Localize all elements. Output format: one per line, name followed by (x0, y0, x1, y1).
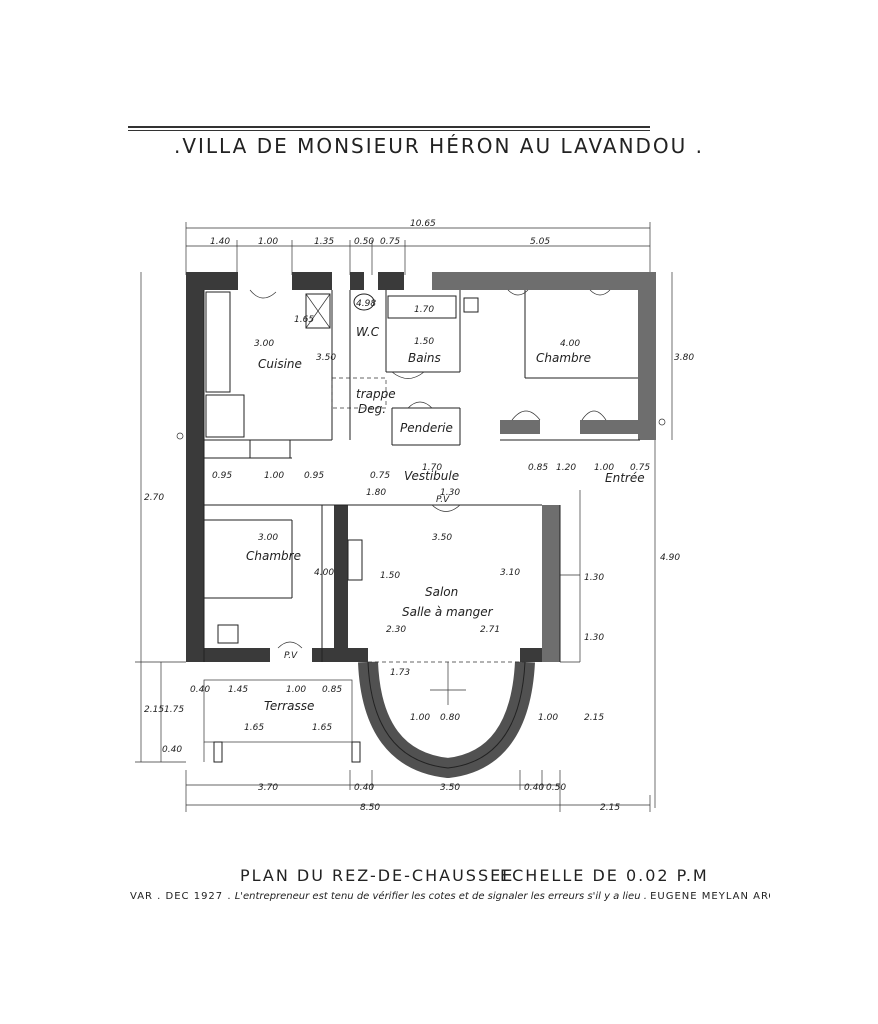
label-pv-vestibule: P.V (436, 495, 450, 505)
axis-marker-left (176, 432, 184, 440)
dim-left-1: 2.70 (144, 493, 164, 503)
dim-chambre-ne-w: 4.00 (560, 339, 580, 349)
dim-top-3: 1.35 (314, 237, 334, 247)
dim-top-2: 1.00 (258, 237, 278, 247)
bottom-dimension-lines (185, 770, 651, 812)
room-terrasse: Terrasse (264, 699, 314, 713)
dim-bottom-total: 8.50 (360, 803, 380, 813)
footer-credits: VAR . DEC 1927 . L'entrepreneur est tenu… (130, 891, 770, 902)
dim-top-5: 0.75 (380, 237, 400, 247)
dim-bay-3: 1.00 (538, 713, 558, 723)
dim-vestibule-w: 1.70 (422, 463, 442, 473)
dim-salon-2: 2.71 (480, 625, 500, 635)
dim-bottom-3: 3.50 (440, 783, 460, 793)
dim-salon-1: 2.30 (386, 625, 406, 635)
room-wc: W.C (356, 325, 380, 339)
dim-top-4: 0.50 (354, 237, 374, 247)
dim-cuisine-h: 1.65 (294, 315, 314, 325)
footer-place-date: VAR . DEC 1927 . (130, 891, 232, 902)
dim-terrasse-3: 0.85 (322, 685, 342, 695)
room-salle-a-manger: Salle à manger (402, 605, 494, 619)
room-bains: Bains (408, 351, 441, 365)
dim-salon-3: 1.50 (380, 571, 400, 581)
dim-total-width: 10.65 (410, 219, 436, 229)
dimension-labels: 10.65 1.40 1.00 1.35 0.50 0.75 5.05 3.00… (144, 219, 694, 813)
room-entree: Entrée (605, 471, 645, 485)
right-dimension-lines (560, 272, 673, 808)
top-rule-thin (128, 130, 650, 131)
dim-bottom-right: 2.15 (600, 803, 620, 813)
dim-left-4: 0.40 (162, 745, 182, 755)
dim-bottom-2: 0.40 (354, 783, 374, 793)
terrace (203, 679, 361, 763)
dim-top-6: 5.05 (530, 237, 550, 247)
axis-marker-right (658, 418, 666, 426)
left-dimension-lines (135, 272, 186, 763)
drawing-title: .VILLA DE MONSIEUR HÉRON AU LAVANDOU . (173, 134, 705, 158)
dim-bath-2: 1.70 (414, 305, 434, 315)
dim-row-6: 1.20 (556, 463, 576, 473)
dim-vestibule-2: 1.30 (440, 488, 460, 498)
footer-architect: EUGENE MEYLAN ARCHI (650, 891, 770, 902)
dim-row-8: 0.75 (630, 463, 650, 473)
top-rule (128, 126, 650, 128)
dim-vestibule-1: 1.80 (366, 488, 386, 498)
dim-bath-3: 1.50 (414, 337, 434, 347)
dim-right-1: 1.30 (584, 573, 604, 583)
dim-row-7: 1.00 (594, 463, 614, 473)
room-cuisine: Cuisine (258, 357, 302, 371)
dim-row-2: 1.00 (264, 471, 284, 481)
dim-cuisine-w: 3.00 (254, 339, 274, 349)
dim-terrasse-4: 1.65 (244, 723, 264, 733)
dim-left-2: 2.15 (144, 705, 164, 715)
dim-bay-1: 1.00 (410, 713, 430, 723)
dim-row-3: 0.95 (304, 471, 324, 481)
dim-salon-w: 3.50 (432, 533, 452, 543)
dim-bath-1: 4.98 (356, 299, 376, 309)
dim-bay-2: 0.80 (440, 713, 460, 723)
room-chambre-ne: Chambre (536, 351, 591, 365)
dim-terrasse-5: 1.65 (312, 723, 332, 733)
dim-cuisine-h2: 3.50 (316, 353, 336, 363)
footer-plan-title: PLAN DU REZ-DE-CHAUSSEE (240, 866, 515, 885)
room-chambre-w: Chambre (246, 549, 301, 563)
dim-row-1: 0.95 (212, 471, 232, 481)
dim-row-5: 0.85 (528, 463, 548, 473)
room-salon: Salon (425, 585, 458, 599)
doors (249, 289, 611, 649)
dim-terrasse-1: 1.45 (228, 685, 248, 695)
exterior-walls (186, 272, 656, 662)
footer-scale: ECHELLE DE 0.02 P.M (500, 866, 709, 885)
dim-terrasse-2: 1.00 (286, 685, 306, 695)
dim-right-3: 2.15 (584, 713, 604, 723)
label-trappe: trappe (356, 387, 396, 401)
dim-right-2: 1.30 (584, 633, 604, 643)
bay-window (358, 661, 535, 779)
interior-walls (203, 290, 640, 662)
dim-salon-h: 3.10 (500, 568, 520, 578)
dim-salon-4: 1.73 (390, 668, 410, 678)
room-penderie: Penderie (400, 421, 453, 435)
top-dimension-lines (185, 222, 651, 275)
dim-chambre-w-h: 4.00 (314, 568, 334, 578)
label-pv-chambre: P.V (284, 651, 298, 661)
dim-terrasse-6: 0.40 (190, 685, 210, 695)
dim-row-4: 0.75 (370, 471, 390, 481)
dim-bottom-1: 3.70 (258, 783, 278, 793)
room-vestibule: Vestibule (404, 469, 459, 483)
dim-chambre-w-w: 3.00 (258, 533, 278, 543)
dim-right-4: 4.90 (660, 553, 680, 563)
dim-top-1: 1.40 (210, 237, 230, 247)
dim-bottom-4: 0.40 (524, 783, 544, 793)
dim-chambre-ne-h: 3.80 (674, 353, 694, 363)
dim-left-3: 1.75 (164, 705, 184, 715)
footer-note: L'entrepreneur est tenu de vérifier les … (234, 891, 647, 902)
fixtures (205, 291, 479, 644)
room-deg: Deg. (358, 402, 386, 416)
dim-bottom-5: 0.50 (546, 783, 566, 793)
